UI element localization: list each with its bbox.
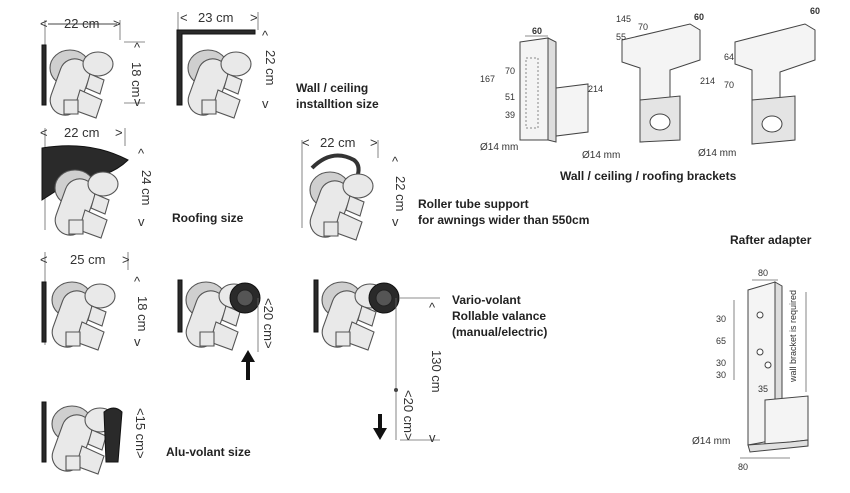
svg-text:Ø14 mm: Ø14 mm: [692, 436, 730, 447]
caption-wall-ceiling-1: Wall / ceiling: [296, 81, 368, 95]
caption-vario-1: Vario-volant: [452, 293, 521, 307]
svg-text:22 cm: 22 cm: [263, 50, 278, 85]
svg-text:65: 65: [716, 336, 726, 346]
svg-text:>: >: [115, 125, 123, 140]
bracket-2: 145 70 55 60 214 Ø14 mm: [582, 12, 704, 161]
svg-text:>: >: [122, 252, 130, 267]
svg-text:^: ^: [429, 300, 436, 315]
svg-text:214: 214: [588, 84, 603, 94]
profile-volant-25x18: < > 25 cm ^ v 18 cm: [40, 252, 150, 352]
profile-roller-support-22x22: < > 22 cm ^ v 22 cm: [301, 135, 408, 242]
caption-vario-2: Rollable valance: [452, 309, 546, 323]
svg-text:22 cm: 22 cm: [64, 125, 99, 140]
caption-rafter: Rafter adapter: [730, 233, 812, 247]
svg-text:^: ^: [134, 274, 141, 289]
rafter-adapter: 80 30 65 30 30 35 wall bracket is requir…: [692, 268, 809, 472]
bracket-1: 60 167 70 51 39 Ø14 mm: [480, 26, 589, 153]
svg-text:70: 70: [724, 80, 734, 90]
svg-text:60: 60: [532, 26, 542, 36]
svg-text:^: ^: [262, 28, 269, 43]
svg-text:64: 64: [724, 52, 734, 62]
svg-text:39: 39: [505, 110, 515, 120]
svg-text:>: >: [370, 135, 378, 150]
svg-text:v: v: [262, 96, 269, 111]
svg-text:30: 30: [716, 358, 726, 368]
caption-roller-support-1: Roller tube support: [418, 197, 529, 211]
svg-text:Ø14 mm: Ø14 mm: [582, 150, 620, 161]
svg-text:^: ^: [134, 40, 141, 55]
svg-text:22 cm: 22 cm: [393, 176, 408, 211]
svg-text:>: >: [113, 16, 121, 31]
svg-text:60: 60: [810, 6, 820, 16]
svg-text:80: 80: [738, 462, 748, 472]
svg-text:<15 cm>: <15 cm>: [133, 408, 148, 459]
svg-text:25 cm: 25 cm: [70, 252, 105, 267]
svg-text:<: <: [40, 252, 48, 267]
svg-text:35: 35: [758, 384, 768, 394]
svg-text:145: 145: [616, 14, 631, 24]
profile-alu-volant: <15 cm>: [41, 401, 148, 476]
svg-text:v: v: [134, 334, 141, 349]
svg-text:^: ^: [392, 154, 399, 169]
caption-roller-support-2: for awnings wider than 550cm: [418, 213, 589, 227]
svg-text:70: 70: [505, 66, 515, 76]
svg-text:214: 214: [700, 76, 715, 86]
svg-text:24 cm: 24 cm: [139, 170, 154, 205]
svg-text:<20 cm>: <20 cm>: [261, 298, 276, 349]
svg-text:<: <: [40, 16, 48, 31]
profile-ceiling-23x22: < > 23 cm ^ v 22 cm: [176, 10, 278, 120]
svg-text:70: 70: [638, 22, 648, 32]
profile-vario-large: ^ v 130 cm <20 cm>: [313, 279, 444, 445]
svg-text:>: >: [250, 10, 258, 25]
caption-alu: Alu-volant size: [166, 445, 251, 459]
svg-text:55: 55: [616, 32, 626, 42]
caption-roofing: Roofing size: [172, 211, 244, 225]
profile-roofing-22x24: < > 22 cm ^ v 24 cm: [40, 125, 154, 240]
svg-text:18 cm: 18 cm: [135, 296, 150, 331]
svg-text:v: v: [138, 214, 145, 229]
svg-text:<: <: [40, 125, 48, 140]
svg-text:80: 80: [758, 268, 768, 278]
bracket-3: 60 214 64 70 Ø14 mm: [698, 6, 820, 159]
width-label: 22 cm: [64, 16, 99, 31]
svg-text:<20 cm>: <20 cm>: [401, 390, 416, 441]
svg-text:23 cm: 23 cm: [198, 10, 233, 25]
svg-text:Ø14 mm: Ø14 mm: [698, 148, 736, 159]
svg-text:v: v: [429, 430, 436, 445]
svg-text:v: v: [392, 214, 399, 229]
svg-text:wall bracket is required: wall bracket is required: [788, 290, 798, 383]
svg-text:130 cm: 130 cm: [429, 350, 444, 393]
svg-text:51: 51: [505, 92, 515, 102]
svg-text:^: ^: [138, 146, 145, 161]
height-label: 18 cm: [129, 62, 144, 97]
caption-brackets: Wall / ceiling / roofing brackets: [560, 169, 737, 183]
svg-text:Ø14 mm: Ø14 mm: [480, 142, 518, 153]
caption-wall-ceiling-2: installtion size: [296, 97, 379, 111]
profile-wall-22x18: < > 22 cm ^ v 18 cm: [40, 16, 145, 120]
svg-text:22 cm: 22 cm: [320, 135, 355, 150]
svg-text:60: 60: [694, 12, 704, 22]
svg-text:<: <: [180, 10, 188, 25]
svg-text:v: v: [134, 94, 141, 109]
svg-text:167: 167: [480, 74, 495, 84]
svg-text:30: 30: [716, 314, 726, 324]
svg-text:30: 30: [716, 370, 726, 380]
svg-text:<: <: [302, 135, 310, 150]
profile-vario-small: <20 cm>: [177, 279, 276, 380]
caption-vario-3: (manual/electric): [452, 325, 547, 339]
